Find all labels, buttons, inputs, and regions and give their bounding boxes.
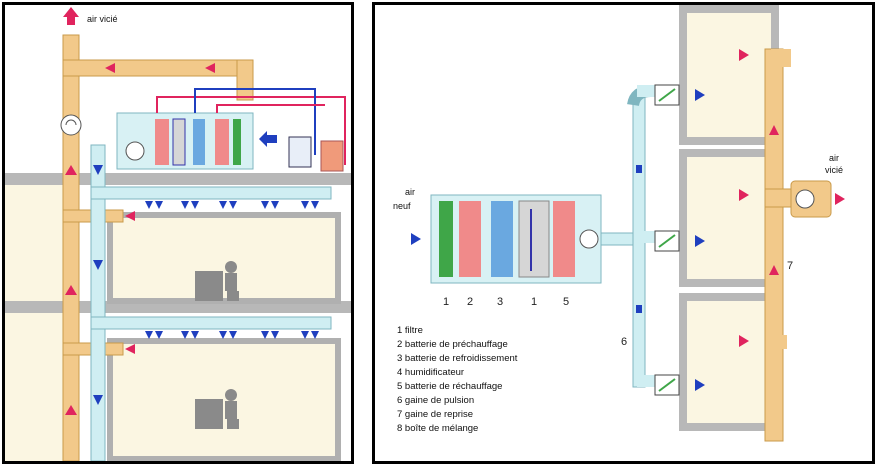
label-number-6: 6 [621,336,627,348]
exhaust-arrow-icon [63,7,79,25]
legend-item: 1 filtre [397,325,423,336]
supply-fan-icon [580,230,598,248]
label-number-1: 1 [443,296,449,308]
room-middle [683,153,775,283]
fresh-air-label-line1: air [405,187,415,197]
exhaust-label: air vicié [87,14,118,24]
legend-item: 3 batterie de refroidissement [397,353,518,364]
label-number-7: 7 [787,260,793,272]
room-upper [110,215,338,301]
fresh-air-arrow-icon [411,233,421,245]
diffusers-lower [145,331,319,339]
exhaust-arrow-icon [835,193,845,205]
air-handling-unit [431,195,601,283]
label-number-4: 1 [531,296,537,308]
left-space-upper [5,185,65,301]
legend-item: 2 batterie de préchauffage [397,339,508,350]
humidifier-section [173,119,185,165]
ahu-schematic-diagram: air vicié air neuf 1 2 3 1 5 6 7 1 filtr… [375,5,872,461]
floor-slab-upper [5,173,351,185]
terminal-box [655,85,679,105]
building-section-panel: air vicié [2,2,354,464]
chiller-unit [289,137,311,167]
diffusers-upper [145,201,319,209]
filter-section [233,119,241,165]
fresh-air-label-line2: neuf [393,201,411,211]
terminal-box [655,375,679,395]
exhaust-fan-icon [61,115,81,135]
return-riser-duct [63,35,79,461]
exhaust-fan-icon [796,190,814,208]
return-drop-duct [237,60,253,100]
return-top-duct [63,60,253,76]
legend-item: 4 humidificateur [397,367,464,378]
fresh-air-arrow-icon [259,131,277,147]
boiler-unit [321,141,343,171]
supply-arrow-icon [636,305,642,313]
legend-item: 6 gaine de pulsion [397,395,474,406]
building-section-diagram: air vicié [5,5,351,461]
supply-duct-lower [91,317,331,329]
legend-item: 7 gaine de reprise [397,409,473,420]
label-number-2: 2 [467,296,473,308]
legend: 1 filtre 2 batterie de préchauffage 3 ba… [397,325,518,434]
legend-item: 5 batterie de réchauffage [397,381,502,392]
room-lower [110,341,338,459]
reheat-coil [553,201,575,277]
humidifier-section [519,201,549,277]
supply-arrow-icon [636,165,642,173]
supply-fan-icon [126,142,144,160]
cooling-coil [491,201,513,277]
preheat-coil [459,201,481,277]
heating-coil-1 [155,119,169,165]
terminal-box [655,231,679,251]
exhaust-label-line2: vicié [825,165,843,175]
supply-duct-upper [91,187,331,199]
heating-coil-2 [215,119,229,165]
room-top [683,9,775,141]
exhaust-label-line1: air [829,153,839,163]
filter-section [439,201,453,277]
label-number-3: 3 [497,296,503,308]
legend-item: 8 boîte de mélange [397,423,478,434]
room-bottom [683,297,775,427]
left-space-lower [5,313,65,461]
label-number-5: 5 [563,296,569,308]
ahu-schematic-panel: air vicié air neuf 1 2 3 1 5 6 7 1 filtr… [372,2,875,464]
cooling-coil [193,119,205,165]
return-riser-duct [765,49,783,441]
